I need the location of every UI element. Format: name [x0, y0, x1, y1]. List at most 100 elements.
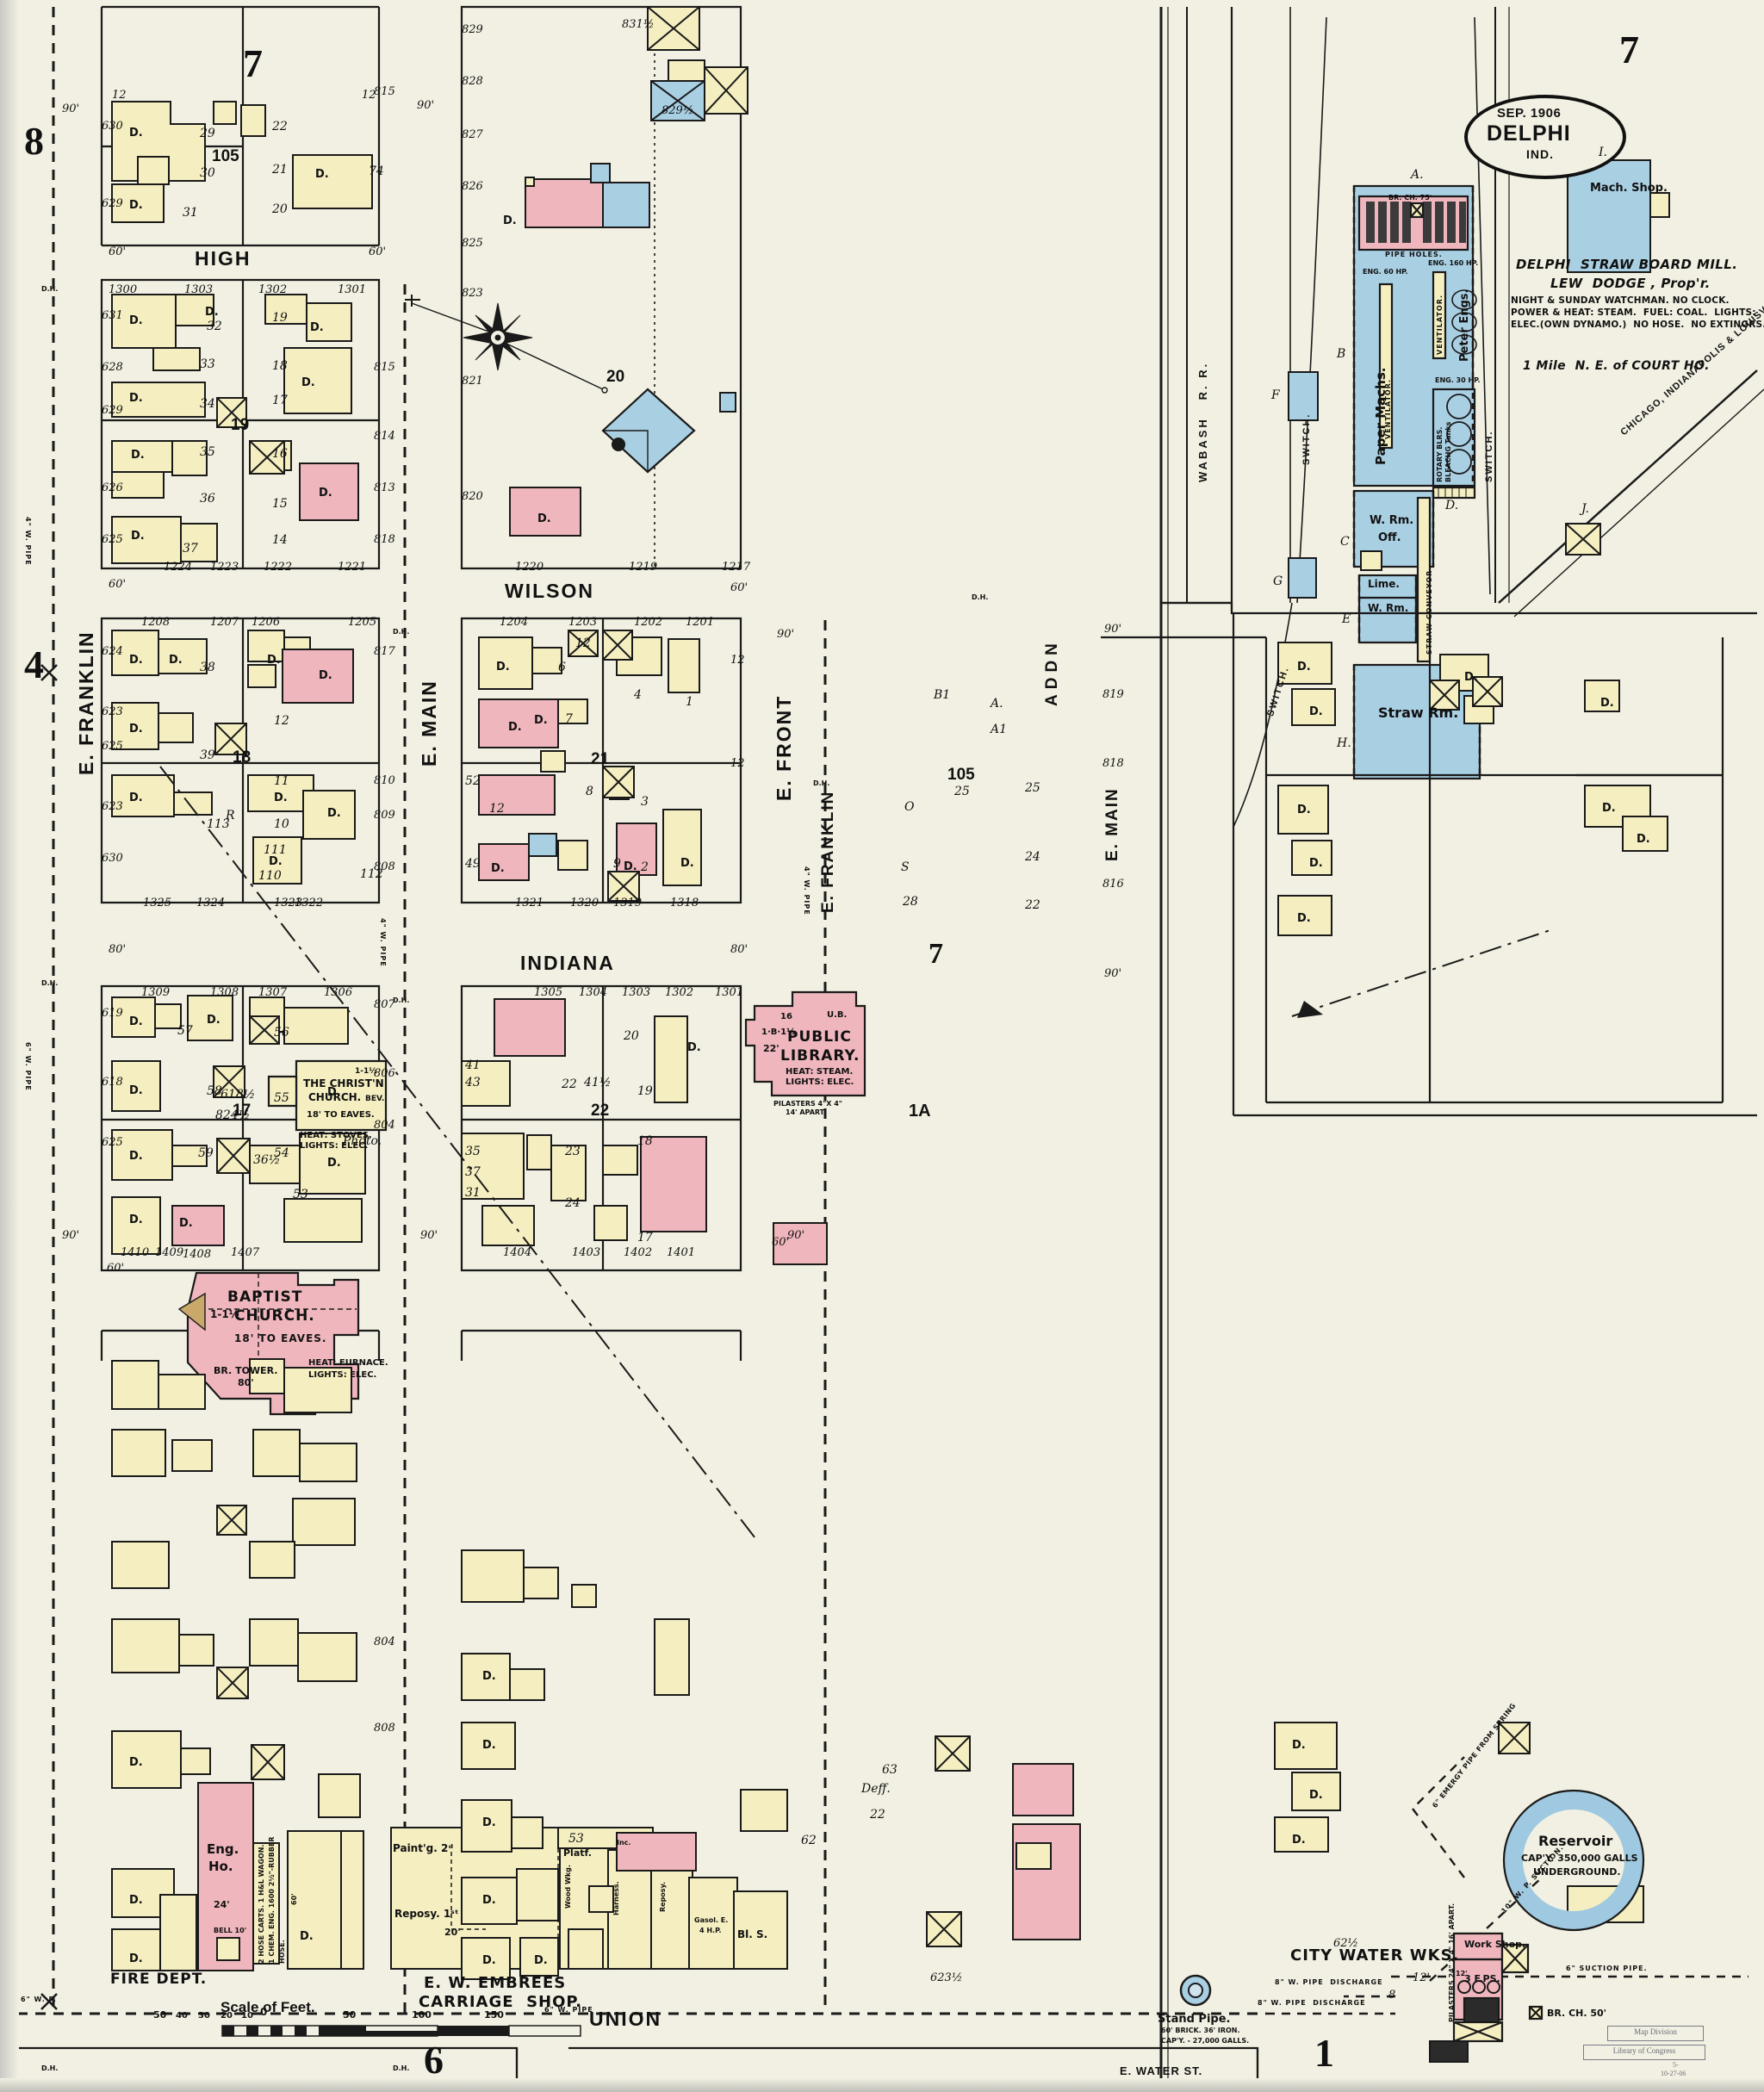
baptist-church-name-1: BAPTIST — [227, 1288, 303, 1306]
address-number-37: 1302 — [665, 986, 694, 999]
street-indiana: INDIANA — [520, 952, 615, 974]
address-number-58: 631 — [102, 309, 123, 322]
lot-number-46: 9 — [613, 857, 621, 871]
embrees-repository: Reposy. 1ˢᵗ — [394, 1908, 459, 1920]
scale-tick-50r: 50 — [343, 2009, 357, 2021]
lot-number-21: 12 — [274, 714, 289, 728]
hydrant-6: D.H. — [393, 2064, 410, 2072]
dwelling-marker-12: D. — [169, 654, 183, 667]
dwelling-marker-32: D. — [508, 721, 522, 734]
lot-number-61: 23 — [565, 1145, 581, 1158]
mill-title-line1: DELPHI STRAW BOARD MILL. — [1516, 257, 1738, 272]
lot-number-29: 57 — [177, 1024, 193, 1038]
engine-house-1: Eng. — [207, 1841, 239, 1857]
fire-equipment-2: 1 CHEM. ENG. 1600 2½"-RUBBER — [268, 1836, 276, 1964]
mill-ventilator-2: VENTILATOR. — [1436, 294, 1444, 355]
embrees-painting: Paint'g. 2ᵈ — [393, 1842, 454, 1854]
address-number-59: 628 — [102, 361, 123, 374]
lot-number-65: A. — [991, 697, 1003, 711]
street-e-franklin: E. FRANKLIN — [75, 630, 97, 775]
lot-number-32: 618½ — [220, 1088, 256, 1102]
address-number-13: 1205 — [348, 616, 377, 629]
dwelling-marker-54: D. — [1602, 802, 1616, 815]
lot-number-10: 35 — [200, 445, 215, 459]
lot-number-68: 25 — [954, 785, 970, 798]
dwelling-marker-6: D. — [301, 376, 315, 389]
address-number-8: 1222 — [264, 561, 293, 574]
address-number-86: 12 — [730, 757, 745, 770]
blue-diamond-structure — [601, 388, 696, 474]
block-number-105: 105 — [212, 147, 239, 165]
christian-church-bev: BEV. — [365, 1095, 385, 1103]
water-works-pilasters: PILASTERS 24" X 4" 16' APART. — [1448, 1903, 1456, 2022]
address-number-77: 810 — [374, 774, 395, 787]
address-number-34: 1305 — [534, 986, 563, 999]
scale-tick-10: 10 — [241, 2011, 253, 2021]
mill-letter-c: C — [1340, 535, 1350, 549]
dwelling-marker-57: D. — [1309, 1789, 1323, 1802]
address-number-74: 813 — [374, 481, 395, 494]
dim-11: 60' — [107, 1262, 125, 1275]
address-number-72: 815 — [374, 361, 395, 374]
address-number-84: 808 — [374, 1722, 395, 1735]
address-number-31: 1320 — [570, 897, 599, 909]
lot-number-19: 38 — [200, 661, 215, 674]
embrees-platform: Platf. — [563, 1847, 592, 1859]
lot-number-74: 28 — [903, 895, 918, 909]
dwelling-marker-43: D. — [300, 1930, 314, 1943]
scale-tick-40: 40 — [176, 2011, 188, 2021]
lot-number-53: 19 — [637, 1084, 653, 1098]
pipe-label-9: 6" SUCTION PIPE. — [1566, 1965, 1648, 1972]
scale-tick-20: 20 — [220, 2011, 233, 2021]
baptist-church-heat: HEAT: FURNACE. — [308, 1358, 388, 1368]
dwelling-marker-13: D. — [129, 723, 143, 736]
mill-letter-d: D. — [1445, 499, 1459, 512]
dwelling-marker-10: D. — [319, 487, 332, 500]
lot-number-16: 16 — [272, 447, 288, 461]
pipe-label-8: 8" W. PIPE DISCHARGE — [1258, 1999, 1366, 2007]
address-number-39: 1404 — [503, 1246, 532, 1259]
address-number-10: 1208 — [141, 616, 171, 629]
address-number-88: 818 — [1102, 757, 1124, 770]
lot-number-59: 37 — [465, 1165, 481, 1179]
address-number-26: 1204 — [500, 616, 529, 629]
stand-pipe-label: Stand Pipe. — [1158, 2013, 1231, 2026]
dwelling-marker-3: D. — [129, 314, 143, 327]
mill-letter-f: F — [1271, 388, 1280, 402]
lot-number-17: 15 — [272, 497, 288, 511]
address-number-22: 1410 — [121, 1246, 150, 1259]
address-number-80: 807 — [374, 998, 395, 1011]
fire-dept-dim: 60' — [290, 1893, 298, 1905]
lot-number-9: 34 — [200, 397, 215, 411]
public-library-lights: LIGHTS: ELEC. — [786, 1077, 854, 1087]
public-library-16: 16 — [780, 1012, 792, 1021]
lot-number-14: 18 — [272, 359, 288, 373]
reservoir-underground: UNDERGROUND. — [1533, 1866, 1621, 1878]
mill-bleaching-tanks: BLEACHG Tanks — [1444, 421, 1452, 482]
scale-tick-50l: 50 — [153, 2009, 167, 2021]
dim-5: 90' — [62, 1229, 80, 1242]
pipe-label-2: 6" W. PIPE — [24, 1042, 32, 1091]
address-number-82: 804 — [374, 1119, 395, 1132]
lot-number-15: 17 — [272, 394, 288, 407]
water-works-dim: 12' — [1456, 1970, 1468, 1977]
pipe-label-7: 8" W. PIPE DISCHARGE — [1275, 1978, 1383, 1986]
mill-machine-shop: Mach. Shop. — [1590, 182, 1668, 195]
lot-number-4: 20 — [272, 202, 288, 216]
address-number-79: 808 — [374, 860, 395, 873]
mill-note-line2: POWER & HEAT: STEAM. FUEL: COAL. LIGHTS: — [1511, 307, 1756, 318]
address-number-45: 1217 — [722, 561, 751, 574]
lot-number-44: 12 — [489, 802, 505, 816]
dim-16: 60' — [772, 1236, 790, 1249]
baptist-church-eaves: 18' TO EAVES. — [234, 1332, 327, 1344]
address-number-93: 62½ — [1333, 1937, 1359, 1950]
sheet-index-1: 1 — [1314, 2031, 1334, 2075]
mill-pipe-holes: PIPE HOLES. — [1385, 251, 1443, 258]
address-number-42: 1401 — [667, 1246, 696, 1259]
dim-4: 80' — [109, 943, 127, 956]
address-number-36: 1303 — [622, 986, 651, 999]
engine-house-bell: BELL 10' — [214, 1927, 247, 1934]
embrees-repository-2: Reposy. — [659, 1881, 667, 1912]
